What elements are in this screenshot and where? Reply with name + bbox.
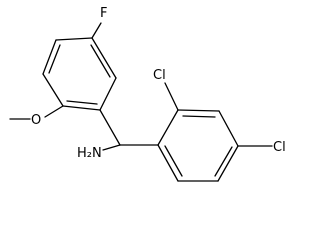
bond-ring-a-ch <box>99 109 121 146</box>
chemical-structure: F O H₂N Cl Cl <box>9 6 286 182</box>
amine-label: H₂N <box>77 146 102 161</box>
bond-ring-b-double-3 <box>164 145 183 177</box>
bond-ring-a-1 <box>55 37 93 41</box>
bond-ring-a-6 <box>91 37 117 79</box>
atom-labels: F O H₂N Cl Cl <box>31 6 286 161</box>
bond-c-f <box>91 22 102 39</box>
chlorine-ortho-label: Cl <box>153 68 166 83</box>
bond-ring-a-5 <box>99 77 117 111</box>
bond-ring-a-double-1 <box>48 44 61 74</box>
oxygen-label: O <box>31 113 41 128</box>
bond-ring-b-double-2 <box>214 146 233 177</box>
bond-ring-b-double-1 <box>182 115 216 118</box>
bond-ring-a-double-3 <box>90 44 111 78</box>
bond-ring-b-1 <box>157 109 179 146</box>
bond-ch-nh2 <box>102 144 121 151</box>
bond-ring-b-3 <box>218 110 239 147</box>
bond-ring-a-double-2 <box>66 100 98 105</box>
bond-ring-a-3 <box>42 73 64 107</box>
bond-c-o <box>44 105 64 118</box>
bond-ring-b-6 <box>157 144 179 182</box>
bonds <box>9 22 273 182</box>
chlorine-para-label: Cl <box>273 140 286 155</box>
fluorine-label: F <box>100 6 107 21</box>
bond-ring-a-2 <box>42 39 57 75</box>
bond-ring-a-4 <box>62 105 101 111</box>
bond-ring-b-4 <box>217 145 239 182</box>
bond-ring-b-2 <box>177 109 220 112</box>
bond-c-cl-ortho <box>164 82 179 111</box>
